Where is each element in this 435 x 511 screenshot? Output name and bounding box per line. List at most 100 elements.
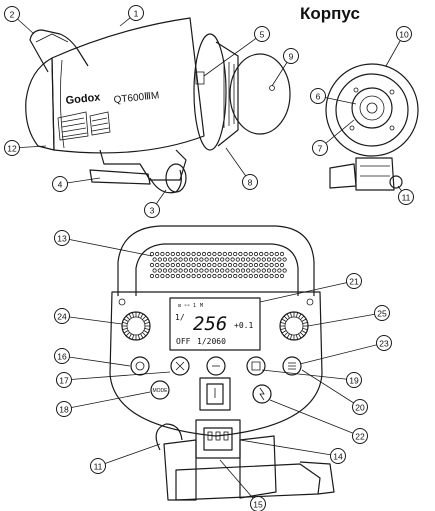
vent-grille (57, 111, 111, 141)
grille-hole (181, 273, 186, 279)
grille-hole (256, 257, 261, 262)
callout-number: 1 (134, 9, 139, 19)
modeling-lamp-button[interactable] (170, 356, 190, 376)
grille-hole (259, 262, 264, 268)
grille-hole (212, 262, 217, 268)
grille-hole (266, 257, 272, 262)
grille-hole (212, 273, 217, 279)
grille-hole (155, 262, 160, 268)
grille-hole (175, 262, 181, 268)
grille-hole (253, 262, 259, 268)
grille-hole (235, 268, 240, 273)
callout-number: 17 (59, 376, 69, 386)
wireless-button[interactable] (246, 356, 266, 376)
callout-leader (261, 369, 355, 381)
grille-hole (277, 268, 282, 273)
lcd-content: ⊡ ⌔⌔ 1 M 1/ 256 +0.1 OFF 1/2060 (175, 303, 253, 346)
svg-text:⊡ ⌔⌔ 1: ⊡ ⌔⌔ 1 (178, 303, 196, 309)
grille-hole (168, 257, 173, 262)
grille-hole (152, 268, 157, 273)
grille-hole (157, 268, 162, 273)
callout-number: 8 (248, 178, 253, 188)
grille-hole (214, 257, 220, 262)
callout-14: 14 (330, 448, 346, 464)
flash-ready-button[interactable] (252, 384, 272, 404)
callout-number: 14 (333, 452, 343, 462)
callout-3: 3 (144, 202, 160, 218)
callout-19: 19 (346, 372, 362, 388)
callout-number: 13 (57, 234, 67, 244)
grille-hole (212, 251, 217, 257)
sound-button[interactable] (206, 356, 226, 376)
grille-hole (235, 257, 240, 262)
grille-hole (149, 273, 155, 279)
grille-hole (149, 262, 155, 268)
grille-hole (279, 273, 285, 279)
grille-hole (243, 273, 248, 279)
grille-hole (160, 262, 165, 268)
grille-hole (264, 262, 269, 268)
left-dial[interactable] (121, 311, 151, 341)
carry-handle (29, 29, 89, 73)
grille-hole (261, 257, 266, 262)
grille-hole (233, 273, 238, 279)
menu-button[interactable] (282, 356, 302, 376)
callout-number: 11 (402, 193, 411, 203)
callout-6: 6 (310, 88, 326, 104)
callout-15: 15 (250, 496, 266, 511)
grille-hole (173, 268, 178, 273)
lcd-screen (169, 297, 261, 351)
callout-leader (219, 459, 259, 505)
grille-hole (222, 251, 227, 257)
grille-hole (238, 251, 243, 257)
power-switch[interactable] (199, 377, 231, 411)
grille-hole (214, 268, 220, 273)
callout-23: 23 (376, 335, 392, 351)
front-view (325, 63, 419, 191)
side-view: Godox QT600ⅢM (25, 17, 291, 194)
grille-hole (209, 268, 214, 273)
grille-hole (181, 251, 186, 257)
grille-hole (162, 268, 168, 273)
grille-hole (196, 273, 201, 279)
grille-hole (183, 257, 188, 262)
grille-hole (269, 251, 274, 257)
grille-hole (238, 262, 243, 268)
callout-number: 12 (7, 144, 17, 154)
mode-button[interactable]: MODE (150, 380, 170, 400)
callout-leader (63, 371, 171, 381)
callout-number: 16 (57, 352, 67, 362)
model-label: QT600ⅢM (113, 90, 160, 106)
grille-hole (246, 257, 251, 262)
callout-number: 24 (57, 312, 67, 322)
bottom-bracket (155, 423, 335, 501)
callout-number: 5 (260, 30, 265, 40)
grille-hole (251, 257, 256, 262)
callout-leader (61, 315, 123, 325)
grille-hole (227, 262, 233, 268)
grille-hole (227, 273, 233, 279)
grille-hole (269, 262, 274, 268)
grille-hole (175, 273, 181, 279)
grille-hole (162, 257, 168, 262)
callout-leader (61, 237, 153, 257)
callout-1: 1 (128, 5, 144, 21)
grille-hole (243, 251, 248, 257)
callout-8: 8 (242, 174, 258, 190)
callout-24: 24 (54, 308, 70, 324)
grille-hole (240, 268, 246, 273)
grille-hole (266, 268, 272, 273)
callout-leader (63, 391, 151, 410)
grille-hole (170, 273, 175, 279)
right-dial[interactable] (279, 311, 309, 341)
grille-hole (173, 257, 178, 262)
grille-hole (251, 268, 256, 273)
page-title: Корпус (300, 4, 360, 23)
test-button[interactable] (130, 356, 150, 376)
grille-hole (264, 273, 269, 279)
mount-ring (193, 33, 227, 151)
callout-leader (299, 342, 385, 365)
grille-hole (272, 257, 277, 262)
callout-18: 18 (56, 401, 72, 417)
